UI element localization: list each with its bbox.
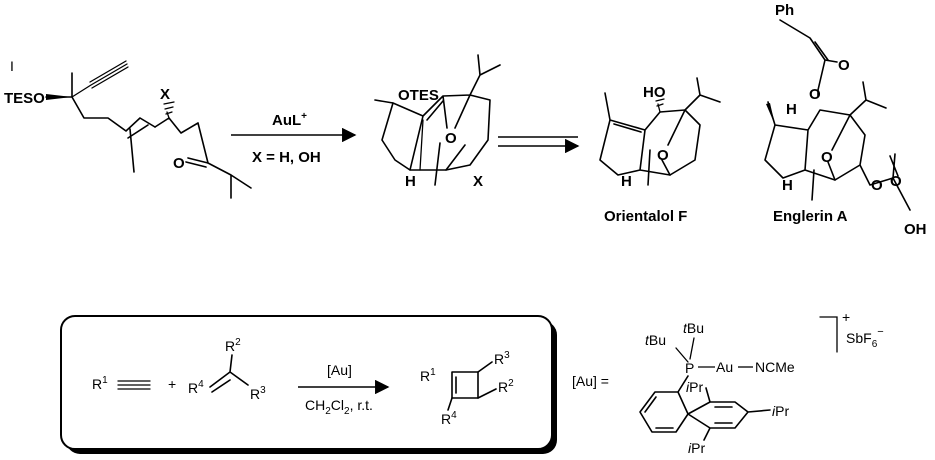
ketone-o-label: O [173,155,185,172]
ipr3-label: iPr [688,440,705,456]
otes-label: OTES [398,87,439,104]
p-atom-label: P [685,360,694,376]
h-label-orientalol: H [621,173,632,190]
ester-o-label: O [838,57,850,74]
catalyst-structure: [Au] = tBu tBu P Au NCMe + SbF6− iPr iPr… [572,309,884,456]
h1-label-englerin: H [786,101,797,118]
h2-label-englerin: H [782,177,793,194]
englerin-name: Englerin A [773,208,848,225]
orientalol-name: Orientalol F [604,208,687,225]
substrate-molecule: TESO X O [4,60,252,199]
o-bridge-englerin: O [821,149,833,166]
product-r2: R2 [498,378,514,395]
catalyst-au-label: [Au] [327,362,352,378]
condition-label: X = H, OH [252,149,321,166]
cation-charge: + [842,309,850,325]
product-r4: R4 [441,410,457,427]
alkene-r3: R3 [250,385,266,402]
x-label-intermediate: X [473,173,483,190]
au-atom-label: Au [716,359,733,375]
alkene-r4: R4 [188,379,204,396]
ho-label: HO [643,84,666,101]
carbonyl-o-label: O [809,86,821,103]
reaction-arrow-1: AuL+ X = H, OH [231,111,357,166]
counterion-label: SbF6− [846,326,884,350]
product-r3: R3 [494,350,510,367]
orientalol-molecule: HO O H Orientalol F [599,77,721,225]
intermediate-molecule: OTES O H X [374,54,501,190]
multi-step-arrow [498,136,580,154]
ester2-o-label: O [871,177,883,194]
alkene-r2: R2 [225,337,241,354]
conditions-label: CH2Cl2, r.t. [305,397,373,417]
o-bridge-intermediate: O [445,130,457,147]
tbu2-label: tBu [683,320,704,336]
h-label-intermediate: H [405,173,416,190]
carbonyl2-o-label: O [890,173,902,190]
x-label-substrate: X [160,86,170,103]
englerin-molecule: Ph O O O H H O O OH Englerin A [764,2,927,238]
text-cursor-glyph: I [10,58,14,74]
plus-sign: + [168,376,176,392]
product-r1: R1 [420,367,436,384]
alkyne-r1: R1 [92,375,108,392]
catalyst-equals-label: [Au] = [572,373,609,389]
tbu1-label: tBu [645,332,666,348]
ph-label: Ph [775,2,794,19]
ncme-label: NCMe [755,359,795,375]
teso-label: TESO [4,90,45,107]
ipr1-label: iPr [686,379,703,395]
catalyst-label: AuL+ [272,111,307,129]
ipr2-label: iPr [772,403,789,419]
generic-reaction: R1 + R4 R2 R3 [Au] CH2Cl2, r.t. R1 R3 R2… [92,337,514,427]
oh-label: OH [904,221,927,238]
o-bridge-orientalol: O [657,147,669,164]
